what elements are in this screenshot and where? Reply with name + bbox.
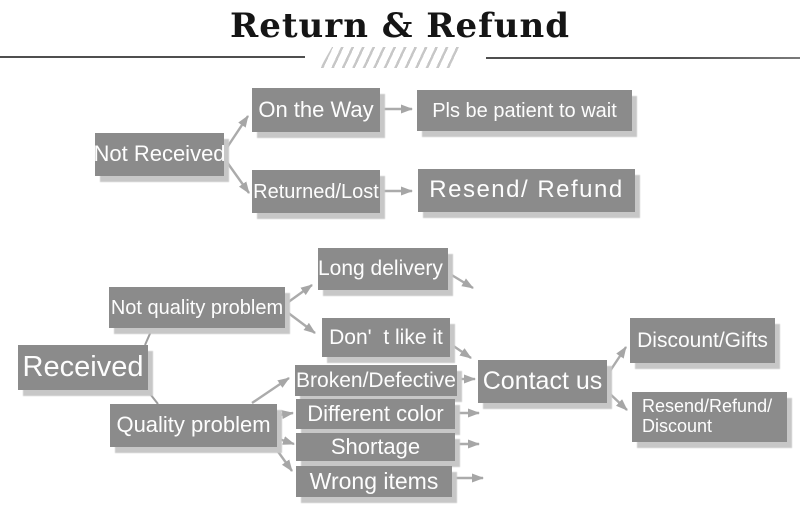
page-title: Return & Refund [229, 6, 571, 46]
arrow-contactus-to-discount [607, 346, 627, 375]
node-broken-defective: Broken/Defective [295, 365, 457, 396]
node-dont-like-it: Don' t like it [322, 318, 450, 357]
arrow-quality-to-wrongitems [273, 445, 293, 472]
arrow-notreceived-to-returnedlost [223, 157, 250, 194]
title-divider-left [0, 56, 305, 58]
arrow-notquality-to-dontlike [286, 311, 316, 334]
link-received-to-quality [146, 389, 159, 405]
node-shortage: Shortage [296, 433, 455, 461]
node-contact-us: Contact us [478, 360, 607, 403]
arrow-quality-to-different [278, 410, 294, 420]
node-not-received: Not Received [93, 133, 226, 176]
arrow-quality-to-shortage [278, 436, 295, 446]
link-received-to-notquality [144, 328, 153, 346]
arrow-notreceived-to-ontheway [223, 115, 249, 153]
arrow-quality-to-broken [251, 377, 290, 404]
node-discount-gifts: Discount/Gifts [630, 318, 775, 363]
node-returned-lost: Returned/Lost [252, 170, 380, 213]
arrow-longdelivery-out [449, 272, 474, 290]
node-not-quality-problem: Not quality problem [109, 287, 285, 328]
diagonal-slashes-icon [320, 47, 466, 68]
node-resend-refund-discount: Resend/Refund/ Discount [632, 392, 787, 442]
title-divider-right [486, 57, 800, 59]
node-wrong-items: Wrong items [296, 466, 452, 497]
node-different-color: Different color [296, 399, 455, 429]
arrow-dontlike-to-contactus [451, 344, 472, 359]
node-pls-be-patient: Pls be patient to wait [417, 90, 632, 131]
node-received: Received [18, 345, 148, 390]
node-on-the-way: On the Way [252, 88, 380, 132]
arrow-notquality-to-longdelivery [286, 284, 313, 304]
node-quality-problem: Quality problem [110, 404, 277, 447]
arrow-contactus-to-resend [607, 391, 628, 411]
node-resend-refund: Resend/ Refund [418, 169, 635, 212]
node-long-delivery: Long delivery [318, 248, 448, 290]
